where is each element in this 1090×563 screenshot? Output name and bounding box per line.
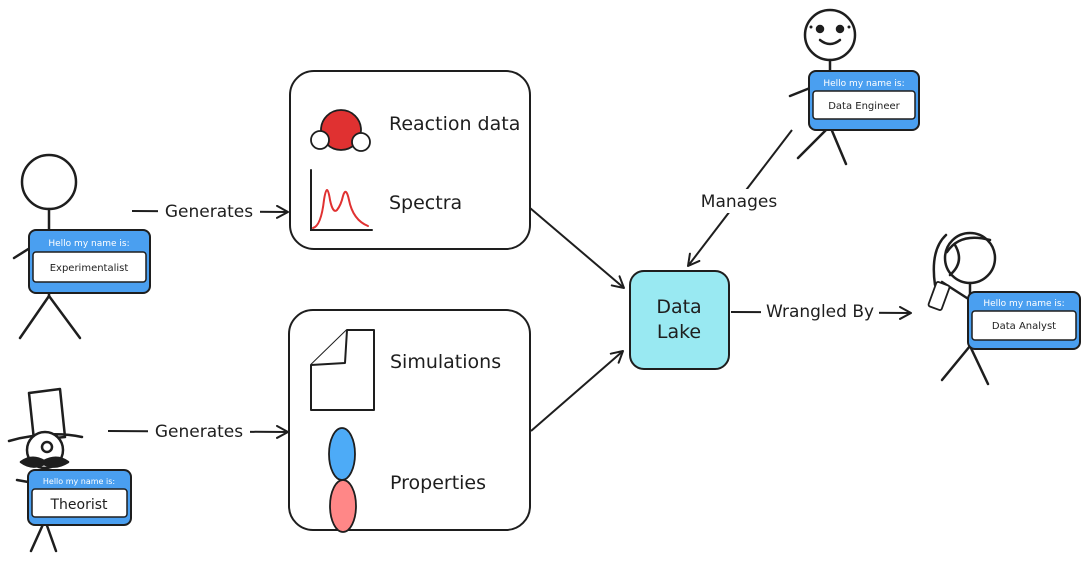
blue-blob	[328, 427, 356, 481]
top-hat-icon	[27, 387, 67, 442]
data-engineer-name: Data Engineer	[828, 101, 900, 112]
spectrum-icon	[310, 169, 373, 231]
badge-header-text: Hello my name is:	[823, 79, 904, 89]
data-analyst-name: Data Analyst	[992, 321, 1056, 332]
document-icon	[310, 329, 375, 411]
experimental-data-box: Reaction data Spectra	[289, 70, 531, 250]
data-analyst-badge: Hello my name is: Data Analyst	[967, 291, 1081, 350]
data-lake-label-line1: Data	[656, 296, 701, 318]
badge-header-text: Hello my name is:	[48, 239, 129, 249]
theoretical-data-box: Simulations Properties	[288, 309, 531, 533]
properties-label: Properties	[390, 472, 486, 494]
reaction-data-label: Reaction data	[389, 113, 520, 135]
manages-arrow: Manages	[687, 129, 793, 267]
data-lake-label-line2: Lake	[657, 321, 701, 343]
pink-blob	[329, 479, 357, 533]
experimentalist-head	[20, 153, 78, 211]
badge-header-text: Hello my name is:	[983, 299, 1064, 309]
theorist-name: Theorist	[49, 497, 108, 513]
data-lake-node: Data Lake	[629, 270, 730, 370]
theorist-generates-arrow: Generates	[107, 419, 289, 443]
theoretical-to-lake-arrow	[530, 350, 624, 432]
properties-icon	[328, 427, 357, 533]
simulations-label: Simulations	[390, 351, 501, 373]
experimentalist-generates-label: Generates	[165, 202, 253, 222]
experimentalist-generates-arrow: Generates	[131, 199, 289, 223]
experimentalist-badge: Hello my name is: Experimentalist	[28, 229, 151, 294]
spectra-label: Spectra	[389, 192, 462, 214]
theorist-badge: Hello my name is: Theorist	[27, 469, 132, 526]
data-engineer-badge: Hello my name is: Data Engineer	[808, 70, 920, 131]
experimentalist-name: Experimentalist	[50, 263, 129, 274]
molecule-icon	[310, 109, 371, 152]
wrangled-by-label: Wrangled By	[766, 302, 874, 322]
wrangled-by-arrow: Wrangled By	[730, 299, 912, 323]
experimental-to-lake-arrow	[529, 207, 625, 289]
badge-header-text: Hello my name is:	[43, 477, 115, 486]
manages-label: Manages	[701, 192, 778, 212]
monocle-icon	[40, 440, 54, 454]
data-engineer-head	[803, 8, 857, 62]
mustache-icon	[19, 456, 70, 468]
theorist-generates-label: Generates	[155, 422, 243, 442]
phone-icon	[927, 281, 951, 311]
ponytail-icon	[932, 233, 948, 287]
